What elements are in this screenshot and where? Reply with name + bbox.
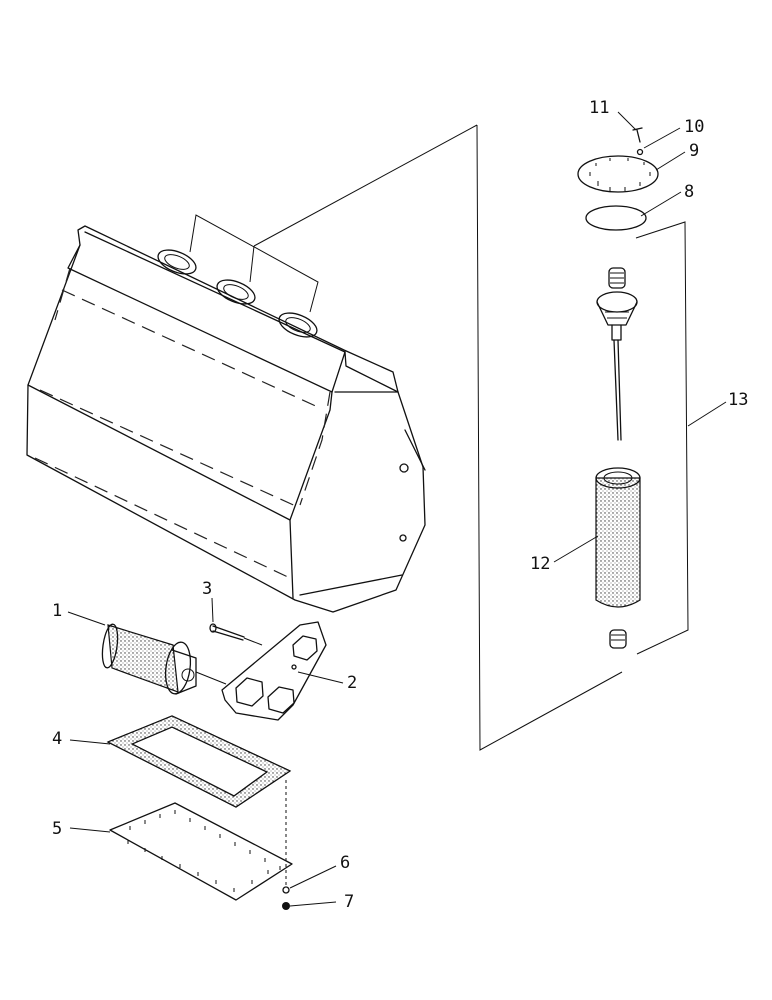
top-port-2 <box>216 279 256 305</box>
callout-2: 2 <box>347 673 357 693</box>
callout-4: 4 <box>52 729 62 749</box>
cover-plate <box>221 621 327 721</box>
callout-11: 11 <box>589 98 609 118</box>
filter-cover <box>577 155 659 193</box>
callout-8: 8 <box>684 182 694 202</box>
suction-strainer <box>101 623 227 695</box>
top-port-3 <box>278 312 318 338</box>
filter-element <box>595 467 641 608</box>
spring-lower <box>609 629 627 649</box>
assembly-bracket-13 <box>635 221 689 655</box>
assembly-line <box>476 124 623 751</box>
o-ring <box>585 205 647 231</box>
side-port-upper <box>399 463 409 473</box>
bottom-plate <box>109 802 293 901</box>
callout-5: 5 <box>52 819 62 839</box>
spring-upper <box>608 267 626 289</box>
callout-12: 12 <box>530 554 550 574</box>
callout-9: 9 <box>689 141 699 161</box>
top-port-1 <box>157 249 197 275</box>
nut <box>282 902 290 910</box>
hydraulic-tank <box>26 124 478 613</box>
leader-lines <box>67 111 727 907</box>
screw <box>632 127 643 143</box>
gasket <box>106 715 292 808</box>
bypass-valve <box>596 291 638 441</box>
lock-washer <box>282 886 290 894</box>
callout-6: 6 <box>340 853 350 873</box>
callout-labels: 1 2 3 4 5 6 7 8 9 10 11 12 13 <box>52 98 748 912</box>
small-washer <box>636 148 644 156</box>
callout-10: 10 <box>684 117 704 137</box>
side-port-lower <box>399 534 407 542</box>
bolt <box>209 623 263 646</box>
callout-7: 7 <box>344 892 354 912</box>
callout-13: 13 <box>728 390 748 410</box>
callout-3: 3 <box>202 579 212 599</box>
callout-1: 1 <box>52 601 62 621</box>
